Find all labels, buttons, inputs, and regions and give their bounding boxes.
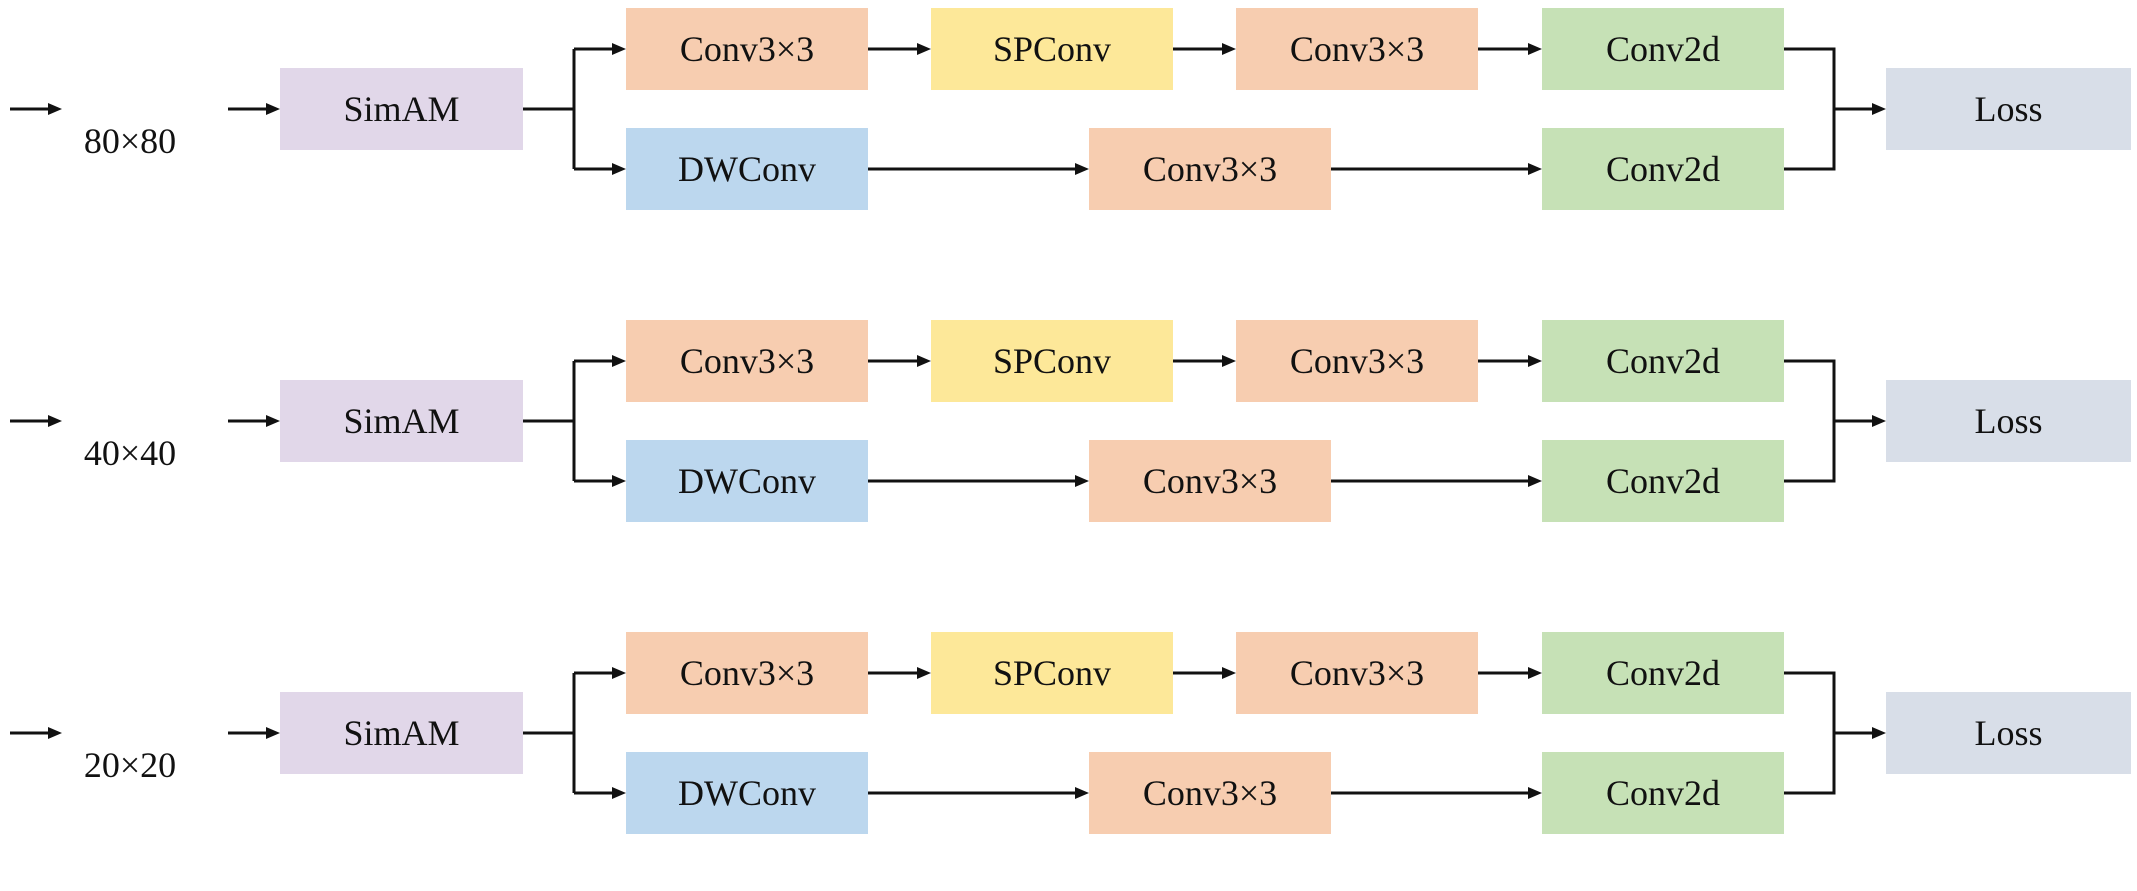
arrowhead-icon xyxy=(917,43,931,55)
top-conv3x3-block-1: Conv3×3 xyxy=(626,632,868,714)
bottom-conv3x3-block: Conv3×3 xyxy=(1089,752,1331,834)
branch-row: 20×20 SimAM Conv3×3 SPConv Conv3×3 Conv2… xyxy=(0,629,2137,859)
simam-block: SimAM xyxy=(280,380,523,462)
top-conv2d-block: Conv2d xyxy=(1542,320,1784,402)
top-conv3x3-block-2: Conv3×3 xyxy=(1236,632,1478,714)
arrowhead-icon xyxy=(1528,43,1542,55)
spconv-block: SPConv xyxy=(931,632,1173,714)
dwconv-block: DWConv xyxy=(626,440,868,522)
top-conv2d-block: Conv2d xyxy=(1542,8,1784,90)
input-size-label: 40×40 xyxy=(83,433,177,473)
loss-block: Loss xyxy=(1886,692,2131,774)
arrowhead-icon xyxy=(917,355,931,367)
dwconv-block: DWConv xyxy=(626,128,868,210)
arrowhead-icon xyxy=(266,415,280,427)
bottom-conv2d-block: Conv2d xyxy=(1542,752,1784,834)
bottom-conv2d-block: Conv2d xyxy=(1542,128,1784,210)
loss-block: Loss xyxy=(1886,68,2131,150)
arrowhead-icon xyxy=(48,415,62,427)
arrowhead-icon xyxy=(1075,475,1089,487)
arrowhead-icon xyxy=(612,787,626,799)
connector-lines xyxy=(10,667,1886,799)
arrowhead-icon xyxy=(266,103,280,115)
connector-lines xyxy=(10,43,1886,175)
arrowhead-icon xyxy=(1222,667,1236,679)
arrowhead-icon xyxy=(612,355,626,367)
dwconv-block: DWConv xyxy=(626,752,868,834)
arrowhead-icon xyxy=(1222,355,1236,367)
arrowhead-icon xyxy=(1075,787,1089,799)
input-size-label: 20×20 xyxy=(83,745,177,785)
input-size-label: 80×80 xyxy=(83,121,177,161)
arrowhead-icon xyxy=(612,475,626,487)
top-conv2d-block: Conv2d xyxy=(1542,632,1784,714)
bottom-conv3x3-block: Conv3×3 xyxy=(1089,128,1331,210)
arrowhead-icon xyxy=(1528,667,1542,679)
arrowhead-icon xyxy=(1222,43,1236,55)
top-conv3x3-block-2: Conv3×3 xyxy=(1236,8,1478,90)
spconv-block: SPConv xyxy=(931,8,1173,90)
merge-line xyxy=(1784,47,1836,171)
arrowhead-icon xyxy=(48,103,62,115)
spconv-block: SPConv xyxy=(931,320,1173,402)
arrowhead-icon xyxy=(1528,475,1542,487)
arrowhead-icon xyxy=(266,727,280,739)
arrowhead-icon xyxy=(1872,103,1886,115)
branch-row: 40×40 SimAM Conv3×3 SPConv Conv3×3 Conv2… xyxy=(0,317,2137,547)
simam-block: SimAM xyxy=(280,692,523,774)
bottom-conv3x3-block: Conv3×3 xyxy=(1089,440,1331,522)
loss-block: Loss xyxy=(1886,380,2131,462)
merge-line xyxy=(1784,671,1836,795)
arrowhead-icon xyxy=(48,727,62,739)
branch-row: 80×80 SimAM Conv3×3 SPConv Conv3×3 Conv2… xyxy=(0,5,2137,235)
connector-lines xyxy=(10,355,1886,487)
merge-line xyxy=(1784,359,1836,483)
arrowhead-icon xyxy=(1528,787,1542,799)
arrowhead-icon xyxy=(917,667,931,679)
arrowhead-icon xyxy=(1528,355,1542,367)
top-conv3x3-block-1: Conv3×3 xyxy=(626,8,868,90)
arrowhead-icon xyxy=(612,163,626,175)
arrowhead-icon xyxy=(1872,727,1886,739)
arrowhead-icon xyxy=(612,667,626,679)
simam-block: SimAM xyxy=(280,68,523,150)
arrowhead-icon xyxy=(1075,163,1089,175)
arrowhead-icon xyxy=(612,43,626,55)
arrowhead-icon xyxy=(1872,415,1886,427)
bottom-conv2d-block: Conv2d xyxy=(1542,440,1784,522)
top-conv3x3-block-1: Conv3×3 xyxy=(626,320,868,402)
arrowhead-icon xyxy=(1528,163,1542,175)
top-conv3x3-block-2: Conv3×3 xyxy=(1236,320,1478,402)
